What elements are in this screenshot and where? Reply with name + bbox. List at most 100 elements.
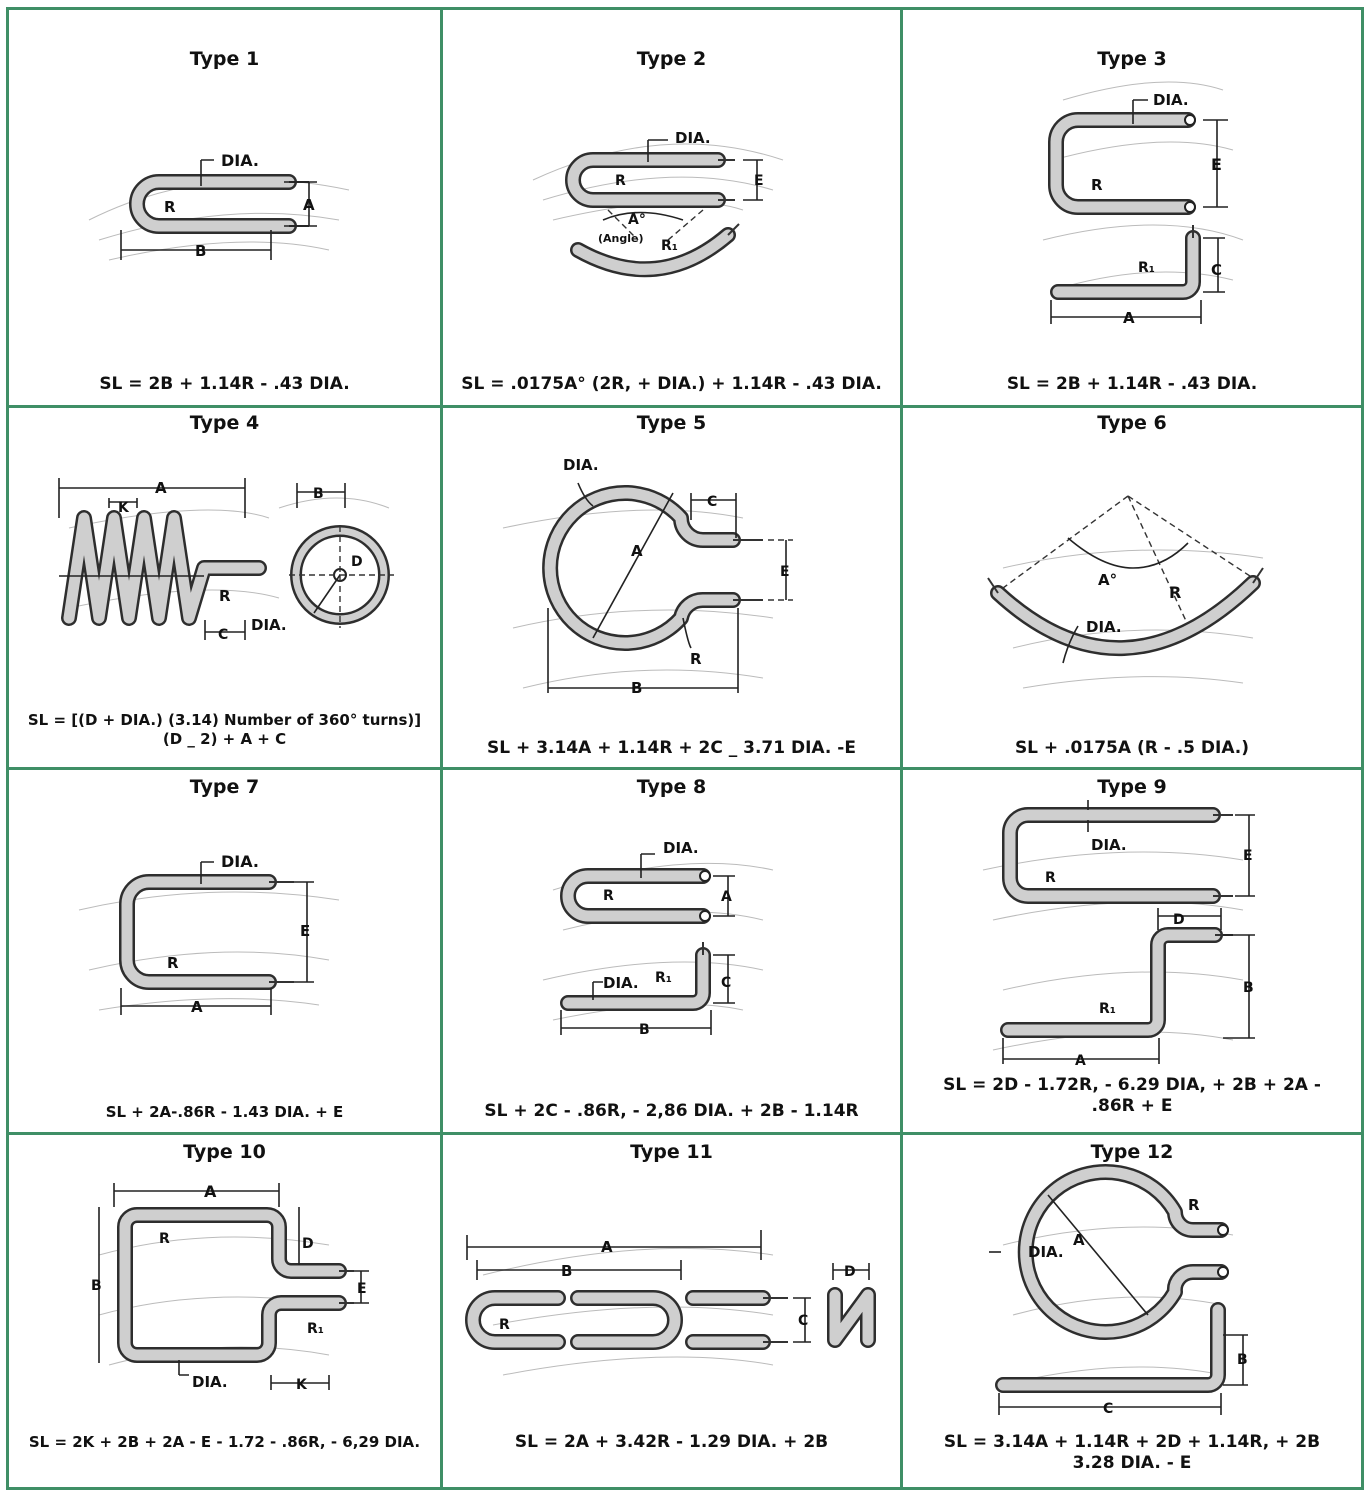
type-4-b-label: B	[313, 486, 324, 502]
type-4-title: Type 4	[189, 412, 260, 434]
type-1-b-label: B	[195, 242, 206, 260]
type-6-angle-label: A°	[1098, 571, 1117, 589]
type-5-c-label: C	[707, 494, 717, 510]
type-10-title: Type 10	[183, 1141, 266, 1163]
type-9-formula: SL = 2D - 1.72R, - 6.29 DIA, + 2B + 2A -	[943, 1075, 1321, 1095]
type-2-title: Type 2	[636, 48, 707, 70]
type-8-dia-label: DIA.	[663, 839, 699, 857]
type-9-cell: Type 9 DIA. R E D B R₁ A SL = 2D - 1.72R…	[900, 767, 1364, 1135]
type-10-k-label: K	[296, 1377, 308, 1393]
type-8-formula: SL + 2C - .86R, - 2,86 DIA. + 2B - 1.14R	[484, 1101, 859, 1121]
type-10-r1-label: R₁	[307, 1321, 324, 1337]
type-9-formula-line2: .86R + E	[1091, 1096, 1173, 1116]
type-8-c-label: C	[721, 975, 731, 991]
type-9-a-label: A	[1075, 1053, 1086, 1069]
type-11-d-label: D	[844, 1264, 856, 1280]
type-10-dia-label: DIA.	[192, 1373, 228, 1391]
type-2-e-label: E	[754, 173, 764, 189]
type-12-cell: Type 12 R DIA. A B C SL = 3.14A + 1.14R …	[900, 1132, 1364, 1490]
type-9-r1-label: R₁	[1099, 1001, 1116, 1017]
type-8-diagram: DIA. R A DIA. R₁ C B	[542, 839, 774, 1038]
type-10-diagram: A R D B E R₁ DIA. K	[91, 1182, 369, 1393]
type-12-b-label: B	[1237, 1352, 1248, 1368]
type-2-cell: Type 2 DIA. R E A° (Angle) R₁ SL = .0175…	[440, 7, 903, 408]
type-9-dia-label: DIA.	[1091, 836, 1127, 854]
type-10-e-label: E	[357, 1281, 367, 1297]
type-7-cell: Type 7 DIA. E R A SL + 2A-.86R - 1.43 DI…	[6, 767, 443, 1135]
type-3-cell: Type 3 DIA. E R R₁ C A SL = 2B + 1.14R -…	[900, 7, 1364, 408]
type-3-dia-label: DIA.	[1153, 91, 1189, 109]
type-4-a-label: A	[155, 479, 167, 497]
type-3-r-label: R	[1091, 176, 1103, 194]
type-4-diagram: A K R C DIA. B D	[58, 478, 394, 643]
type-6-formula: SL + .0175A (R - .5 DIA.)	[1014, 738, 1250, 758]
type-5-diagram: DIA. A C E R B	[502, 456, 793, 697]
type-11-diagram: A B R C D	[465, 1230, 876, 1376]
type-5-dia-label: DIA.	[563, 456, 599, 474]
type-11-c-label: C	[798, 1313, 808, 1329]
type-11-a-label: A	[601, 1238, 613, 1256]
type-1-cell: Type 1 DIA. R A B SL = 2B + 1.14R - .43 …	[6, 7, 443, 408]
type-8-title: Type 8	[636, 776, 707, 798]
type-7-e-label: E	[300, 922, 310, 940]
type-11-cell: Type 11 A B R C D SL = 2A + 3.42R - 1.29…	[440, 1132, 903, 1490]
type-6-dia-label: DIA.	[1086, 618, 1122, 636]
type-3-formula: SL = 2B + 1.14R - .43 DIA.	[1006, 374, 1258, 394]
type-8-a-label: A	[721, 889, 732, 905]
type-12-formula-line2: 3.28 DIA. - E	[1072, 1453, 1192, 1473]
type-9-d-label: D	[1173, 912, 1185, 928]
type-12-a-label: A	[1073, 1231, 1085, 1249]
type-2-r1-label: R₁	[661, 238, 678, 254]
type-7-dia-label: DIA.	[221, 852, 259, 871]
type-1-a-label: A	[303, 196, 315, 214]
type-12-dia-label: DIA.	[1028, 1243, 1064, 1261]
type-7-title: Type 7	[189, 776, 260, 798]
type-12-diagram: R DIA. A B C	[989, 1164, 1248, 1417]
type-4-cell: Type 4 A K R C DIA. B D SL = [(D + DIA.)…	[6, 405, 443, 770]
type-3-a-label: A	[1123, 309, 1135, 327]
type-8-cell: Type 8 DIA. R A DIA. R₁ C B SL + 2C - .8…	[440, 767, 903, 1135]
type-4-formula: SL = [(D + DIA.) (3.14) Number of 360° t…	[27, 711, 422, 729]
type-4-c-label: C	[218, 627, 228, 643]
type-10-cell: Type 10 A R D B E R₁ DIA. K SL = 2K + 2B…	[6, 1132, 443, 1490]
type-3-diagram: DIA. E R R₁ C A	[1042, 81, 1244, 327]
type-11-r-label: R	[499, 1317, 510, 1333]
type-5-e-label: E	[780, 564, 790, 580]
type-2-angle-label: A°	[628, 212, 646, 228]
type-9-r-label: R	[1045, 870, 1056, 886]
type-10-d-label: D	[302, 1236, 314, 1252]
type-2-angle-word: (Angle)	[598, 232, 644, 245]
type-3-title: Type 3	[1097, 48, 1167, 70]
type-2-formula: SL = .0175A° (2R, + DIA.) + 1.14R - .43 …	[461, 374, 882, 394]
type-4-r-label: R	[219, 587, 231, 605]
type-1-title: Type 1	[189, 48, 260, 70]
type-4-k-label: K	[118, 500, 130, 516]
type-10-formula: SL = 2K + 2B + 2A - E - 1.72 - .86R, - 6…	[28, 1433, 421, 1451]
type-5-formula: SL + 3.14A + 1.14R + 2C _ 3.71 DIA. -E	[487, 738, 856, 758]
type-9-e-label: E	[1243, 848, 1253, 864]
type-7-a-label: A	[191, 998, 203, 1016]
type-8-r-label: R	[603, 888, 614, 904]
type-10-a-label: A	[204, 1182, 217, 1201]
type-6-title: Type 6	[1097, 412, 1167, 434]
type-8-b-label: B	[639, 1022, 650, 1038]
type-1-formula: SL = 2B + 1.14R - .43 DIA.	[99, 374, 350, 394]
type-5-r-label: R	[690, 650, 702, 668]
type-5-b-label: B	[631, 679, 642, 697]
type-1-dia-label: DIA.	[221, 151, 259, 170]
type-5-cell: Type 5 DIA. A C E R B SL + 3.14A + 1.14R…	[440, 405, 903, 770]
type-3-e-label: E	[1211, 155, 1222, 174]
type-2-dia-label: DIA.	[675, 129, 711, 147]
type-8-r1-label: R₁	[655, 970, 672, 986]
type-10-r-label: R	[159, 1231, 170, 1247]
type-7-r-label: R	[167, 954, 179, 972]
type-5-title: Type 5	[636, 412, 707, 434]
type-5-a-label: A	[631, 542, 643, 560]
type-2-diagram: DIA. R E A° (Angle) R₁	[532, 129, 784, 278]
type-12-formula: SL = 3.14A + 1.14R + 2D + 1.14R, + 2B	[943, 1432, 1321, 1452]
type-12-c-label: C	[1103, 1401, 1113, 1417]
type-3-c-label: C	[1211, 261, 1222, 279]
type-6-cell: Type 6 A° R DIA. SL + .0175A (R - .5 DIA…	[900, 405, 1364, 770]
type-4-d-label: D	[351, 554, 363, 570]
